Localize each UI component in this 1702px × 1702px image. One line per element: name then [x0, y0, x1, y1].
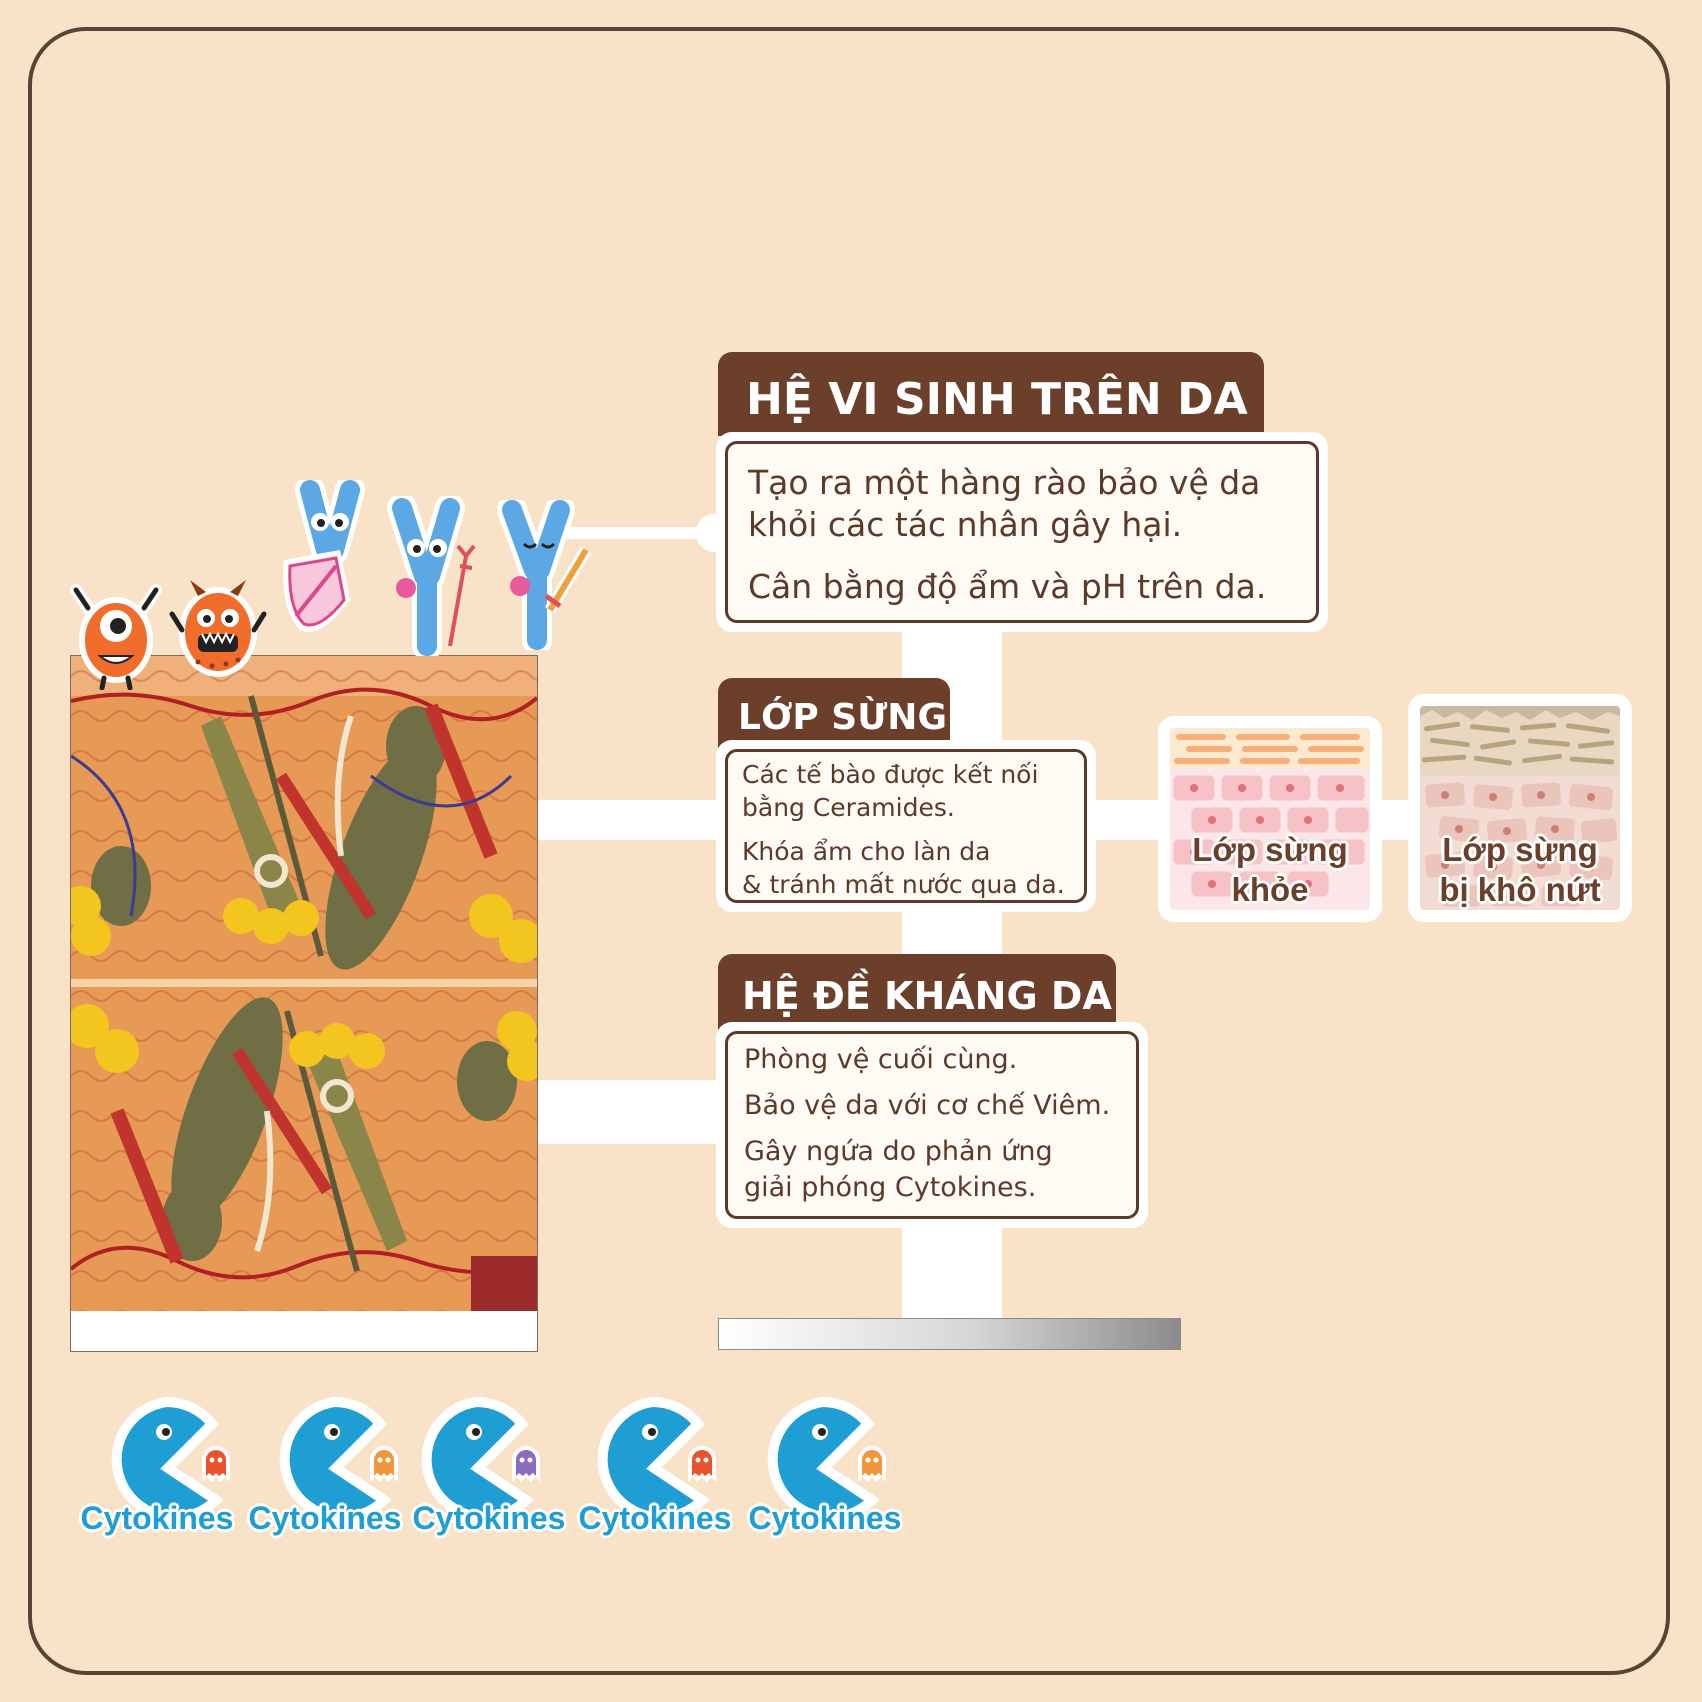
cytokines-logo-text-3: Cytokines — [412, 1500, 566, 1536]
immune-line-4: giải phóng Cytokines. — [744, 1172, 1037, 1203]
gradient-bar — [718, 1318, 1181, 1350]
healthy-stratum-illustration: Lớp sừng khỏe — [1170, 728, 1370, 910]
stratum-title-text: LỚP SỪNG — [738, 696, 947, 738]
immune-title-text: HỆ ĐỀ KHÁNG DA — [742, 974, 1112, 1018]
cytokines-logo-icon-1 — [111, 1396, 230, 1523]
skin-anatomy-illustration — [71, 656, 537, 1311]
stratum-line-3: Khóa ẩm cho làn da — [742, 837, 991, 866]
cytokines-logo-icon-4 — [597, 1396, 716, 1523]
orange-horned-germ-icon — [169, 580, 267, 677]
cytokines-logo-icon-3 — [421, 1396, 540, 1523]
microbiome-line-3: Cân bằng độ ẩm và pH trên da. — [748, 567, 1267, 606]
stratum-line-4: & tránh mất nước qua da. — [742, 870, 1065, 899]
connector-microbiome — [550, 527, 725, 539]
stratum-line-2: bằng Ceramides. — [742, 793, 955, 822]
healthy-stratum-label-2: khỏe — [1231, 871, 1309, 908]
cytokines-logo-text-4: Cytokines — [578, 1500, 732, 1536]
immune-line-1: Phòng vệ cuối cùng. — [744, 1044, 1018, 1075]
dry-stratum-label: Lớp sừng bị khô nứt — [1420, 830, 1620, 910]
immune-line-3: Gây ngứa do phản ứng — [744, 1136, 1053, 1167]
healthy-stratum-label-1: Lớp sừng — [1192, 831, 1348, 868]
dry-stratum-illustration: Lớp sừng bị khô nứt — [1420, 706, 1620, 910]
healthy-cells-icon — [1170, 728, 1370, 910]
microbiome-title-text: HỆ VI SINH TRÊN DA — [746, 373, 1248, 425]
healthy-stratum-tile: Lớp sừng khỏe — [1158, 716, 1382, 922]
antibody-shield-icon — [283, 480, 365, 632]
stratum-line-1: Các tế bào được kết nối — [742, 760, 1039, 789]
dry-stratum-tile: Lớp sừng bị khô nứt — [1408, 694, 1632, 922]
immune-line-2: Bảo vệ da với cơ chế Viêm. — [744, 1090, 1111, 1121]
immune-card: Phòng vệ cuối cùng. Bảo vệ da với cơ chế… — [716, 1022, 1148, 1228]
cytokines-logo-icon-2 — [279, 1396, 398, 1523]
antibody-trident-icon — [387, 496, 476, 656]
immune-card-inner: Phòng vệ cuối cùng. Bảo vệ da với cơ chế… — [725, 1031, 1139, 1219]
stratum-card-inner: Các tế bào được kết nối bằng Ceramides. … — [725, 749, 1087, 903]
microbiome-card-inner: Tạo ra một hàng rào bảo vệ da khỏi các t… — [725, 441, 1319, 623]
dry-stratum-label-2: bị khô nứt — [1439, 871, 1601, 908]
stratum-title: LỚP SỪNG — [718, 678, 950, 748]
antibody-sword-icon — [497, 500, 592, 650]
dry-stratum-label-1: Lớp sừng — [1442, 831, 1598, 868]
microbiome-card: Tạo ra một hàng rào bảo vệ da khỏi các t… — [716, 432, 1328, 632]
cytokines-logo-icon-5 — [767, 1396, 886, 1523]
cytokines-logo-text-1: Cytokines — [80, 1500, 234, 1536]
stratum-card: Các tế bào được kết nối bằng Ceramides. … — [716, 740, 1096, 912]
microbiome-title: HỆ VI SINH TRÊN DA — [718, 352, 1264, 436]
skin-cross-section-model — [70, 655, 538, 1352]
cytokines-logo-text-5: Cytokines — [748, 1500, 902, 1536]
connector-stratum — [536, 800, 726, 840]
microbiome-line-2: khỏi các tác nhân gây hại. — [748, 505, 1183, 544]
orange-one-eyed-germ-icon — [70, 584, 162, 690]
microbiome-line-1: Tạo ra một hàng rào bảo vệ da — [748, 463, 1261, 502]
healthy-stratum-label: Lớp sừng khỏe — [1170, 830, 1370, 910]
dry-cells-icon — [1420, 706, 1620, 910]
cytokines-logo-text-2: Cytokines — [248, 1500, 402, 1536]
connector-immune — [536, 1080, 726, 1144]
immune-title: HỆ ĐỀ KHÁNG DA — [718, 954, 1116, 1030]
